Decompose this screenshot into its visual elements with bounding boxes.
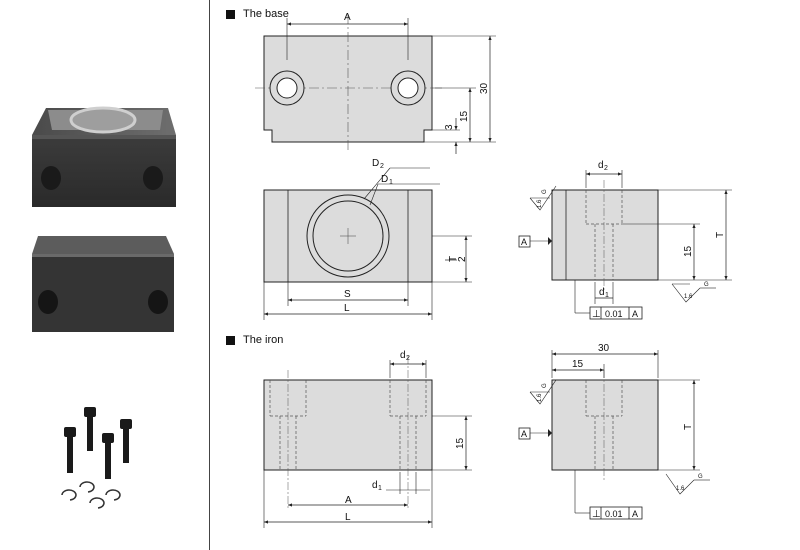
tol-value-iron: 0.01	[605, 509, 623, 519]
base-front-view	[263, 167, 472, 320]
dim-D1-sub: 1	[389, 179, 393, 186]
dim-d2-base-sub: 2	[604, 165, 608, 172]
screws-photo	[61, 407, 132, 509]
dim-T-base: T	[715, 232, 726, 238]
tol-symbol-iron: ⊥	[592, 509, 601, 520]
roughness-iron-right: 1.6	[676, 486, 685, 492]
base-side-view	[518, 170, 732, 320]
dim-T-half-num: T	[448, 256, 459, 262]
iron-block-photo	[32, 236, 174, 332]
dim-d2-iron: d	[400, 350, 406, 361]
dim-L-base: L	[344, 303, 350, 314]
dim-S: S	[344, 289, 351, 300]
dim-d1-iron: d	[372, 480, 378, 491]
dim-30-base: 30	[479, 82, 490, 94]
iron-section-title: The iron	[243, 334, 284, 346]
dim-d1-iron-sub: 1	[378, 485, 382, 492]
iron-front-view	[263, 356, 472, 528]
roughness-base-left: 1.6	[537, 199, 543, 208]
dim-L-iron: L	[345, 512, 351, 523]
bullet-square-icon	[226, 9, 235, 19]
photo-panel	[0, 0, 209, 550]
dim-A-base-top: A	[344, 12, 351, 23]
dim-d1-base-sub: 1	[605, 292, 609, 299]
dim-D2-sub: 2	[380, 163, 384, 170]
base-top-view	[255, 14, 496, 154]
tol-ref-base: A	[632, 309, 638, 319]
datum-A-base: A	[521, 237, 527, 247]
grind-base-right: G	[704, 282, 709, 288]
dim-T-iron: T	[683, 424, 694, 430]
roughness-base-right: 1.6	[684, 294, 693, 300]
iron-section-header: The iron	[226, 334, 283, 346]
tol-value-base: 0.01	[605, 309, 623, 319]
dim-15-base: 15	[459, 110, 470, 122]
grind-base-left: G	[542, 189, 548, 194]
tol-symbol-base: ⊥	[592, 309, 601, 320]
dim-D2-label: D	[372, 158, 379, 169]
dim-d2-iron-sub: 2	[406, 355, 410, 362]
grind-iron-left: G	[542, 383, 548, 388]
dim-d1-base: d	[599, 287, 605, 298]
panel-divider	[209, 0, 210, 550]
dim-d2-base: d	[598, 160, 604, 171]
base-block-photo	[32, 106, 176, 207]
grind-iron-right: G	[698, 474, 703, 480]
base-section-header: The base	[226, 8, 289, 20]
dim-T-half-den: 2	[457, 256, 468, 262]
dim-15-iron: 15	[455, 437, 466, 449]
base-section-title: The base	[243, 8, 289, 20]
dim-30-iron: 30	[598, 343, 610, 354]
bullet-square-icon	[226, 335, 235, 345]
dim-15-iron-side: 15	[572, 359, 584, 370]
dim-3-base: 3	[444, 124, 455, 130]
tol-ref-iron: A	[632, 509, 638, 519]
roughness-iron-left: 1.6	[537, 393, 543, 402]
dim-D1-label: D	[381, 174, 388, 185]
datum-A-iron: A	[521, 429, 527, 439]
iron-side-view	[518, 350, 710, 520]
dim-A-iron: A	[345, 495, 352, 506]
dim-15-base-side: 15	[683, 245, 694, 257]
